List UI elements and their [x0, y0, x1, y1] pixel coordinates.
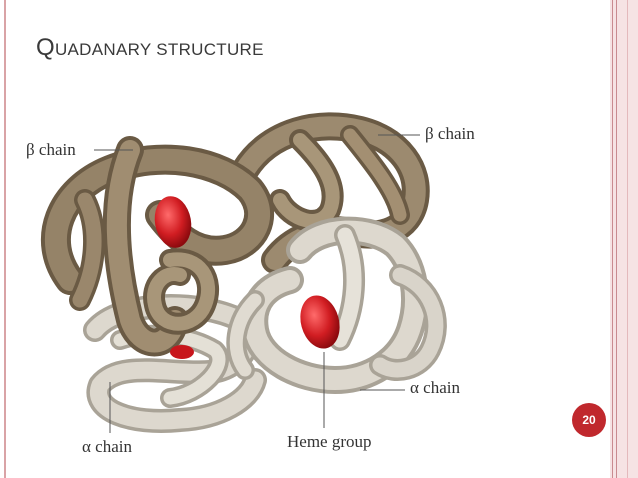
heme-group-center-right	[300, 295, 340, 349]
slide-title-initial: Q	[36, 34, 55, 61]
page-number-badge: 20	[572, 403, 606, 437]
left-border-line	[4, 0, 6, 478]
label-heme-group: Heme group	[287, 432, 372, 451]
label-beta-chain-right: β chain	[425, 124, 475, 143]
label-alpha-chain-right: α chain	[410, 378, 460, 397]
heme-group-hidden	[170, 345, 194, 359]
alpha-chain-right	[226, 216, 447, 394]
slide-title: QUADANARY STRUCTURE	[36, 34, 264, 62]
slide-title-rest: UADANARY STRUCTURE	[54, 40, 264, 59]
heme-group-upper-left	[154, 196, 192, 248]
beta-chain-left	[40, 136, 275, 357]
label-beta-chain-left: β chain	[26, 140, 76, 159]
label-alpha-chain-bottom: α chain	[82, 437, 132, 456]
right-decorative-band	[610, 0, 638, 478]
